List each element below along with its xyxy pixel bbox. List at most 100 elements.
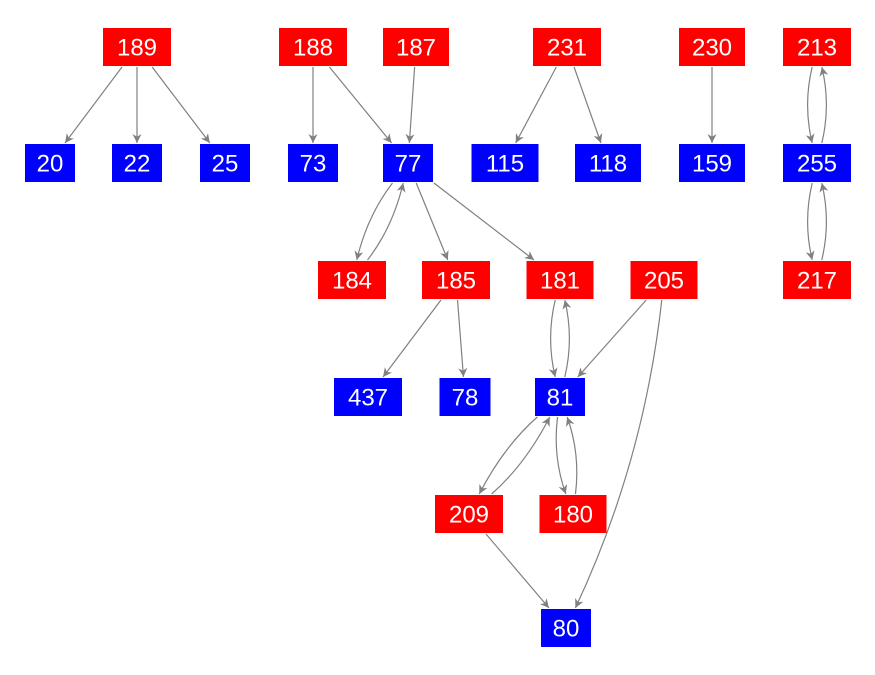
node-box (435, 495, 503, 533)
edge-181-to-81 (548, 299, 558, 378)
node-box (535, 378, 585, 416)
node-label: 189 (117, 35, 157, 62)
node-box (783, 261, 851, 299)
node-box (679, 144, 745, 182)
edge-187-to-77 (405, 66, 416, 144)
edge-209-to-80 (485, 533, 550, 609)
node-label: 187 (396, 35, 436, 62)
node-label: 213 (797, 35, 837, 62)
nodes-layer: 189 188 187 231 230 213 20 22 25 73 77 115 118 159 255… (25, 28, 851, 647)
node-188[interactable]: 188 (279, 28, 347, 66)
node-box (112, 144, 162, 182)
node-label: 159 (692, 151, 732, 178)
node-77[interactable]: 77 (383, 144, 433, 182)
node-box (318, 261, 386, 299)
node-box (541, 609, 591, 647)
node-label: 230 (692, 35, 732, 62)
node-label: 185 (436, 268, 476, 295)
node-209[interactable]: 209 (435, 495, 503, 533)
node-box (630, 261, 698, 299)
node-box (539, 495, 607, 533)
edge-231-to-115 (515, 66, 557, 144)
node-label: 20 (37, 151, 64, 178)
node-230[interactable]: 230 (679, 28, 745, 66)
edge-217-to-255 (819, 182, 829, 261)
node-184[interactable]: 184 (318, 261, 386, 299)
node-label: 77 (395, 151, 422, 178)
node-label: 25 (212, 151, 239, 178)
node-187[interactable]: 187 (383, 28, 449, 66)
node-box (575, 144, 641, 182)
node-73[interactable]: 73 (288, 144, 338, 182)
node-box (200, 144, 250, 182)
node-25[interactable]: 25 (200, 144, 250, 182)
node-80[interactable]: 80 (541, 609, 591, 647)
edge-188-to-77 (328, 66, 393, 144)
edge-213-to-255 (805, 66, 815, 144)
node-115[interactable]: 115 (471, 144, 539, 182)
edge-205-to-80 (574, 299, 663, 609)
node-label: 78 (452, 385, 479, 412)
node-label: 81 (547, 385, 574, 412)
node-label: 22 (124, 151, 151, 178)
node-118[interactable]: 118 (575, 144, 641, 182)
node-label: 118 (589, 151, 627, 178)
node-label: 217 (797, 268, 837, 295)
node-label: 205 (644, 268, 684, 295)
node-box (679, 28, 745, 66)
node-213[interactable]: 213 (783, 28, 851, 66)
node-label: 80 (553, 616, 580, 643)
node-box (334, 378, 402, 416)
node-437[interactable]: 437 (334, 378, 402, 416)
edge-205-to-81 (577, 299, 647, 378)
node-box (422, 261, 490, 299)
edge-209-to-81 (491, 416, 551, 495)
node-81[interactable]: 81 (535, 378, 585, 416)
node-label: 188 (293, 35, 333, 62)
node-231[interactable]: 231 (533, 28, 601, 66)
node-label: 115 (486, 151, 524, 178)
edge-81-to-209 (478, 416, 538, 495)
edge-255-to-217 (805, 182, 815, 261)
node-205[interactable]: 205 (630, 261, 698, 299)
node-20[interactable]: 20 (25, 144, 75, 182)
node-185[interactable]: 185 (422, 261, 490, 299)
node-box (439, 378, 491, 416)
edge-189-to-20 (64, 66, 123, 144)
edge-77-to-181 (433, 182, 535, 261)
node-22[interactable]: 22 (112, 144, 162, 182)
node-255[interactable]: 255 (783, 144, 851, 182)
edge-81-to-180 (555, 416, 568, 495)
edge-77-to-184 (354, 182, 393, 261)
node-box (783, 28, 851, 66)
node-box (288, 144, 338, 182)
node-box (533, 28, 601, 66)
node-box (103, 28, 171, 66)
node-189[interactable]: 189 (103, 28, 171, 66)
edge-184-to-77 (367, 182, 406, 261)
edge-185-to-437 (382, 299, 442, 378)
edge-185-to-78 (456, 299, 468, 378)
node-box (383, 144, 433, 182)
edge-180-to-81 (565, 416, 578, 495)
edge-189-to-25 (151, 66, 211, 144)
node-label: 231 (547, 35, 587, 62)
node-label: 209 (449, 502, 489, 529)
edges-layer (64, 66, 829, 609)
edge-81-to-181 (562, 299, 572, 378)
node-180[interactable]: 180 (539, 495, 607, 533)
node-label: 184 (332, 268, 372, 295)
node-78[interactable]: 78 (439, 378, 491, 416)
edge-255-to-213 (819, 66, 829, 144)
node-box (471, 144, 539, 182)
node-box (383, 28, 449, 66)
node-label: 255 (797, 151, 837, 178)
node-159[interactable]: 159 (679, 144, 745, 182)
node-label: 181 (540, 268, 580, 295)
node-217[interactable]: 217 (783, 261, 851, 299)
edge-77-to-185 (415, 182, 449, 261)
edge-231-to-118 (573, 66, 603, 144)
node-label: 437 (348, 385, 388, 412)
node-181[interactable]: 181 (526, 261, 594, 299)
